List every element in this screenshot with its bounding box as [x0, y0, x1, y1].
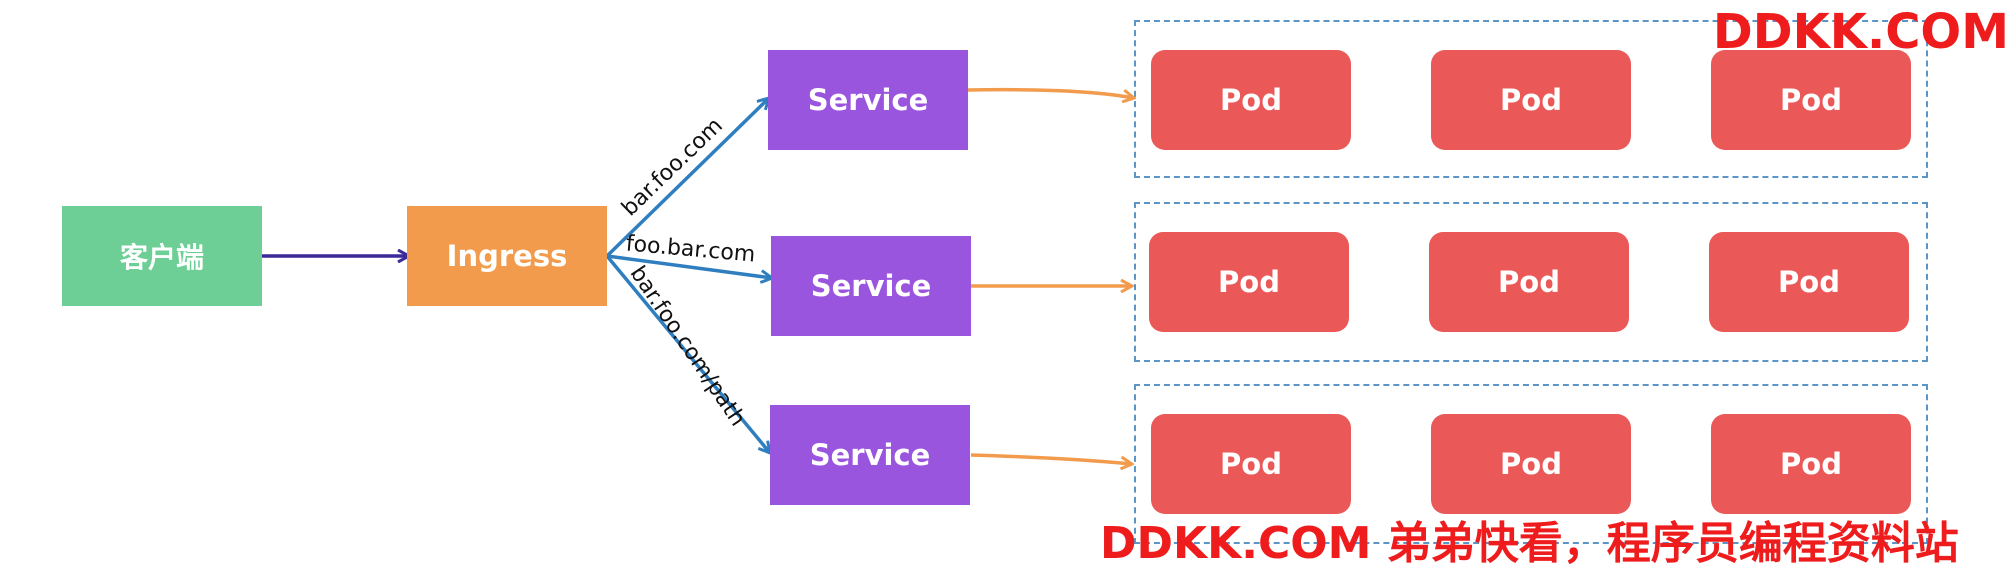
route-label-1: bar.foo.com: [617, 113, 728, 221]
route-arrow-1: [605, 98, 769, 258]
pod-node: Pod: [1711, 414, 1911, 514]
edges-layer: bar.foo.com foo.bar.com bar.foo.com/path: [262, 87, 2013, 558]
pod-group-3: [1134, 384, 1928, 544]
service-node-1: Service: [768, 50, 968, 150]
pod-label: Pod: [1780, 83, 1842, 117]
pod-node: Pod: [1149, 232, 1349, 332]
service-node-3: Service: [770, 405, 970, 505]
watermark-top: DDKK.COM: [1712, 4, 2009, 60]
service-node-2: Service: [771, 236, 971, 336]
service-to-pods-arrow-1: [967, 87, 1134, 98]
ingress-label: Ingress: [446, 239, 568, 273]
route-label-3: bar.foo.com/path: [625, 262, 750, 431]
pod-node: Pod: [1151, 50, 1351, 150]
ingress-node: Ingress: [407, 206, 607, 306]
pod-node: Pod: [1431, 50, 1631, 150]
pod-label: Pod: [1220, 447, 1282, 481]
pod-label: Pod: [1500, 447, 1562, 481]
pod-group-2: [1134, 202, 1928, 362]
watermark-bottom: DDKK.COM 弟弟快看，程序员编程资料站: [1100, 518, 1959, 569]
pod-label: Pod: [1780, 447, 1842, 481]
pod-label: Pod: [1218, 265, 1280, 299]
route-arrow-2: [606, 254, 772, 278]
pod-node: Pod: [1711, 50, 1911, 150]
pod-label: Pod: [1220, 83, 1282, 117]
client-label: 客户端: [119, 241, 204, 274]
pod-label: Pod: [1778, 265, 1840, 299]
route-arrow-3: [605, 254, 770, 453]
pod-node: Pod: [1709, 232, 1909, 332]
client-node: 客户端: [62, 206, 262, 306]
service-to-pods-arrow-3: [970, 453, 1132, 464]
pod-node: Pod: [1151, 414, 1351, 514]
pod-node: Pod: [1429, 232, 1629, 332]
pod-label: Pod: [1500, 83, 1562, 117]
service-label: Service: [810, 269, 932, 303]
service-label: Service: [809, 438, 931, 472]
service-label: Service: [807, 83, 929, 117]
pod-label: Pod: [1498, 265, 1560, 299]
pod-node: Pod: [1431, 414, 1631, 514]
